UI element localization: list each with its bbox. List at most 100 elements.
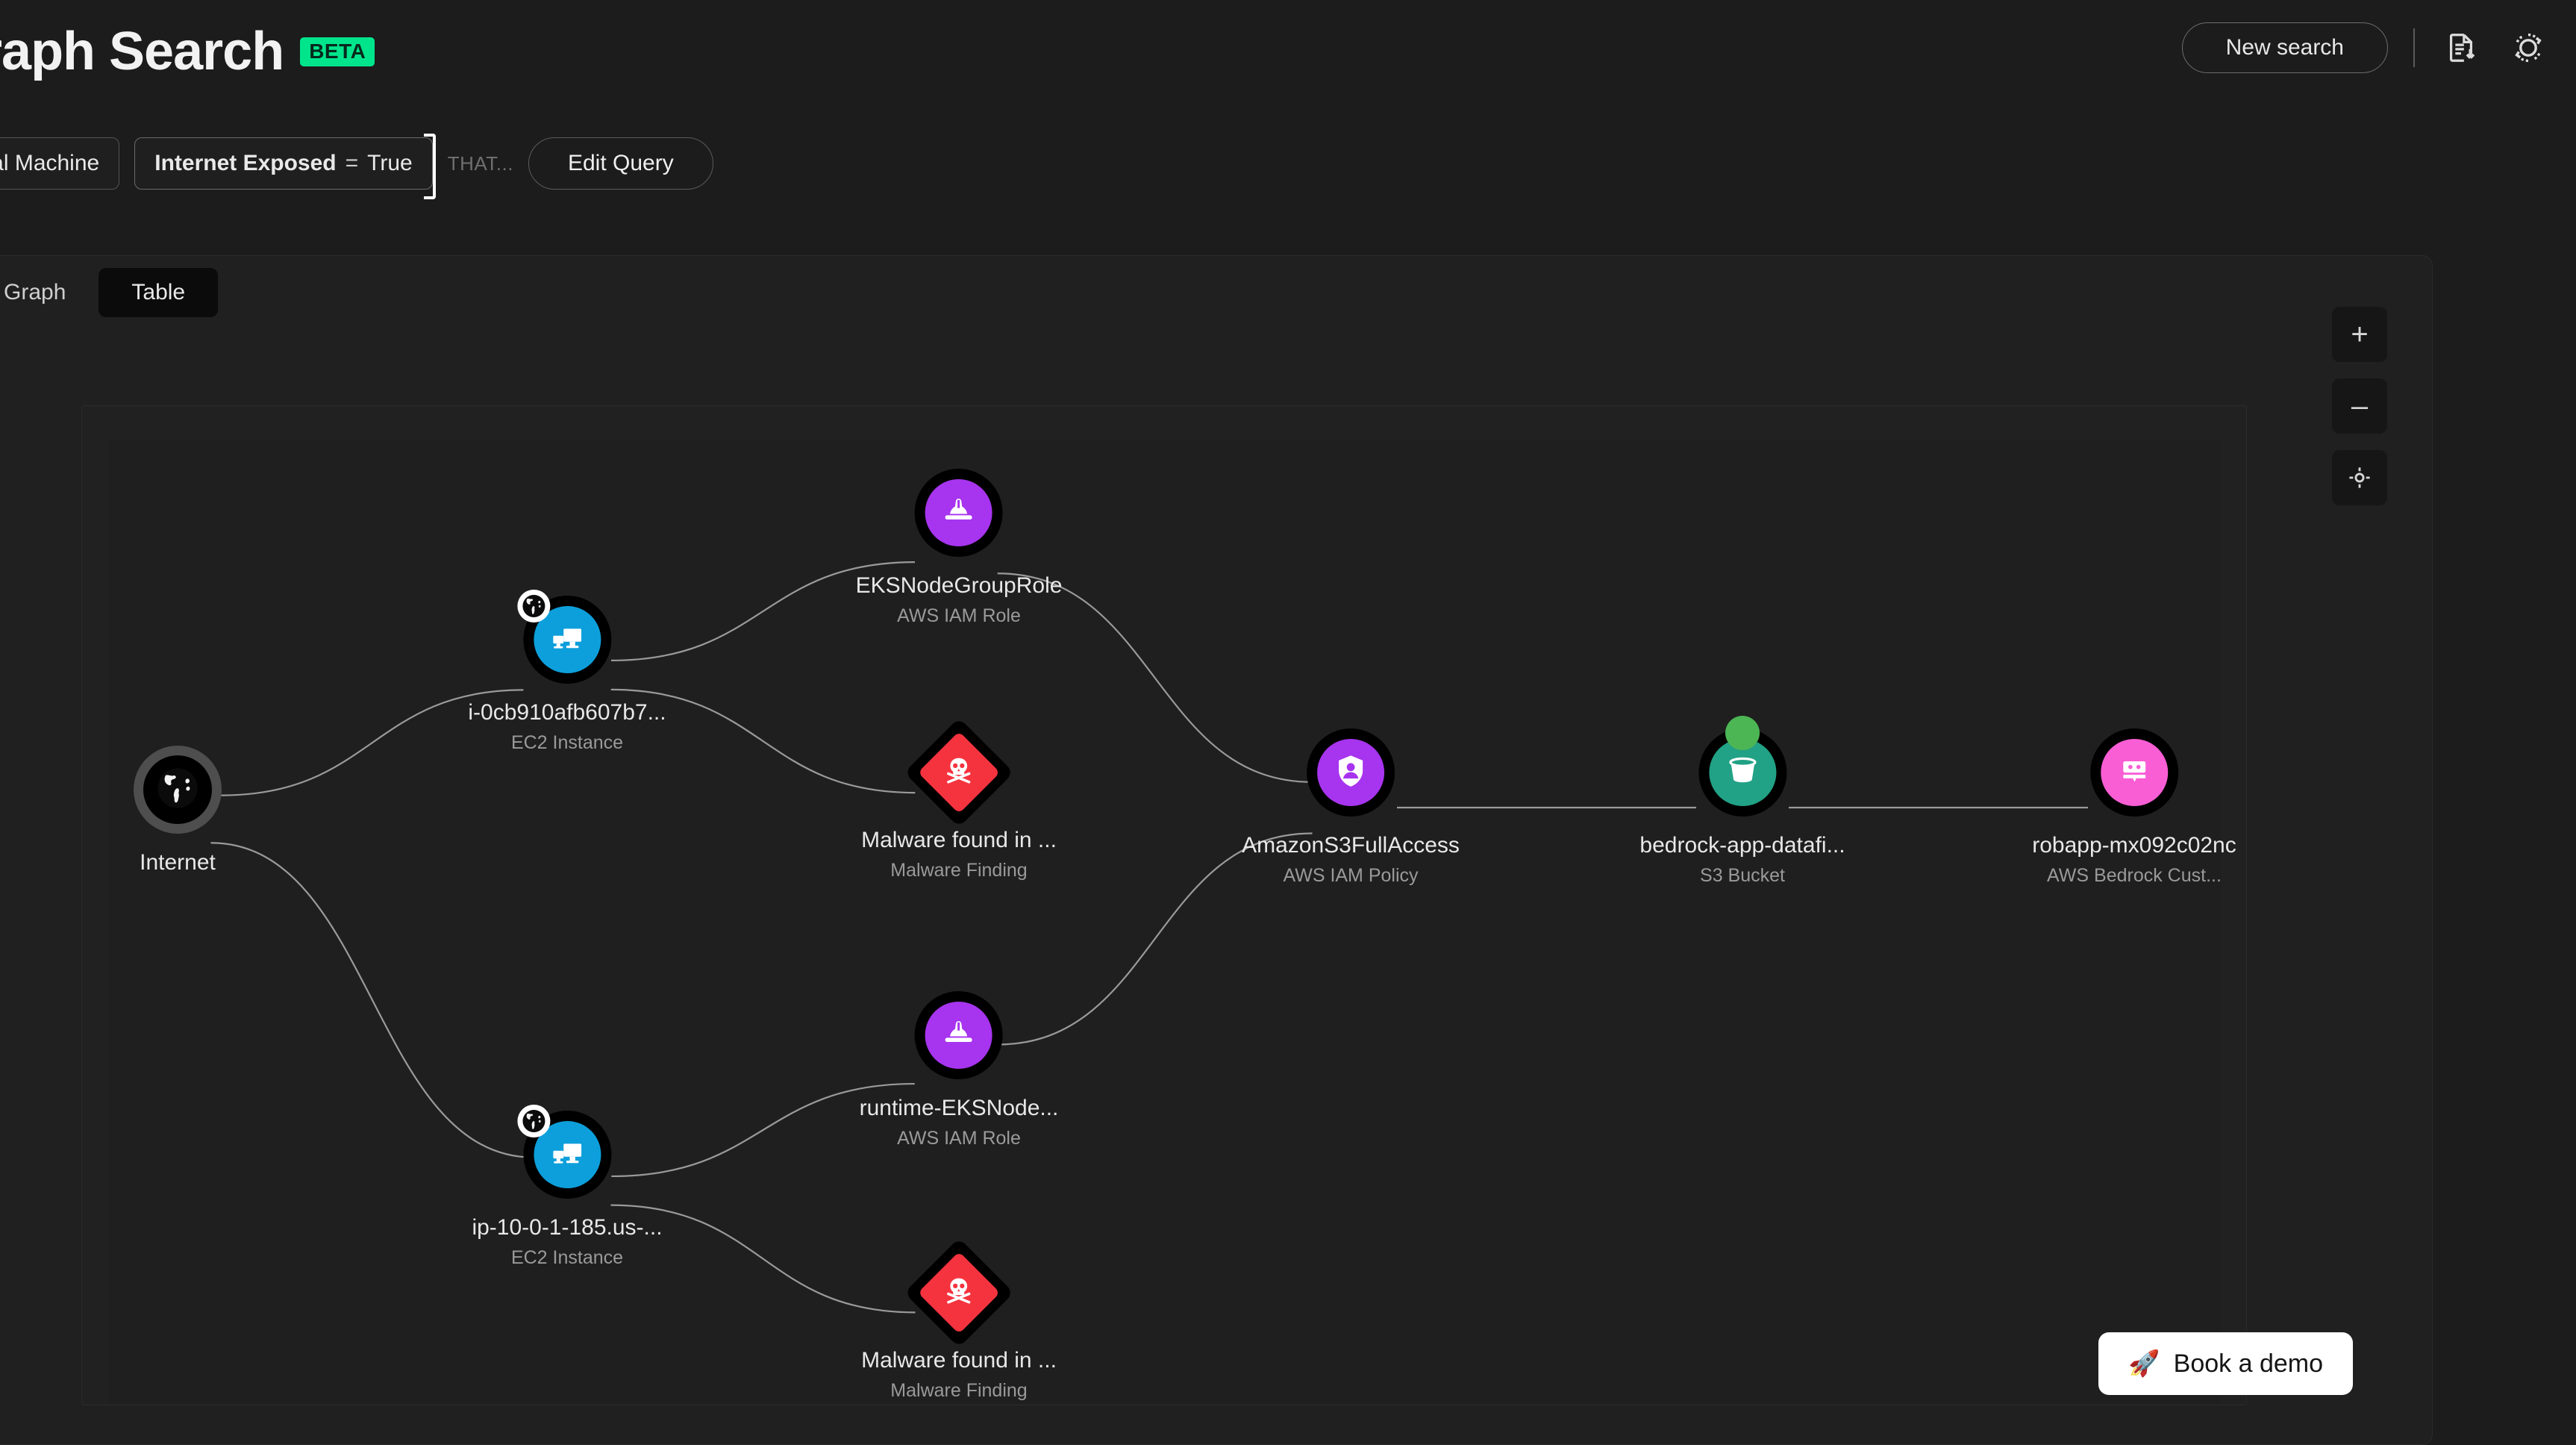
node-fill [925,479,992,546]
node-subtitle: AWS IAM Policy [1283,865,1419,886]
node-subtitle: AWS IAM Role [897,605,1021,626]
node-label: i-0cb910afb607b7... [468,700,666,725]
book-a-demo-button[interactable]: 🚀 Book a demo [2098,1332,2353,1395]
internet-exposed-badge-icon [517,590,550,622]
node-fill [1709,739,1776,806]
graph-node-ec2-top[interactable]: i-0cb910afb607b7...EC2 Instance [468,590,666,754]
node-subtitle: EC2 Instance [510,1247,624,1268]
node-shape [517,1105,611,1199]
node-shape [1698,728,1786,817]
page-title: Graph Search [0,22,284,81]
book-a-demo-label: Book a demo [2173,1349,2323,1378]
node-subtitle: Malware Finding [890,1380,1028,1401]
graph-edge [610,561,916,661]
node-shape [914,469,1003,557]
node-subtitle: Malware Finding [890,860,1028,881]
zoom-out-button[interactable]: – [2332,378,2387,434]
node-shape [915,991,1003,1079]
query-chip-condition[interactable]: Internet Exposed=True [134,134,436,199]
node-label: Malware found in ... [861,1348,1057,1373]
node-label: Internet [140,850,216,875]
graph-edges [210,561,2088,1314]
graph-edge [997,832,1313,1046]
node-label: runtime-EKSNode... [859,1096,1059,1120]
node-fill [917,731,1001,814]
node-subtitle: S3 Bucket [1700,865,1785,886]
node-shape [904,717,1014,828]
graph-node-ec2-bot[interactable]: ip-10-0-1-185.us-... EC2 Instance [472,1105,663,1269]
node-ring [914,469,1003,557]
recenter-button[interactable] [2332,450,2387,505]
zoom-controls: + – [2332,307,2387,505]
graph-edge [610,1204,916,1314]
query-chips: Virtual Machine Internet Exposed=True TH… [0,134,713,199]
node-fill [1316,739,1384,806]
header-actions: New search [2181,22,2549,73]
graph-node-role-bot[interactable]: runtime-EKSNode... AWS IAM Role [859,991,1059,1149]
new-search-button[interactable]: New search [2181,22,2388,73]
internet-exposed-badge-icon [517,1105,550,1137]
node-ring [1306,728,1395,817]
node-subtitle: AWS Bedrock Cust... [2047,865,2222,886]
hard-hat-icon [940,492,978,534]
edit-query-button[interactable]: Edit Query [528,137,713,190]
node-ring [1698,728,1786,817]
node-subtitle: AWS IAM Role [897,1128,1021,1149]
node-label: ip-10-0-1-185.us-... [472,1215,663,1240]
graph-inner-frame [109,440,2221,1403]
that-label: THAT... [447,152,513,175]
globe-icon [154,764,201,816]
hard-hat-icon [940,1014,978,1057]
graph-node-internet[interactable]: Internet [134,746,222,876]
node-label: Malware found in ... [861,828,1057,852]
node-shape [134,746,222,834]
graph-edge [997,572,1313,783]
node-fill [2100,739,2168,806]
robot-icon [2115,752,2154,794]
zoom-in-button[interactable]: + [2332,307,2387,362]
refresh-circle-icon[interactable] [2507,27,2549,69]
node-shape [1306,728,1395,817]
node-fill [917,1251,1001,1335]
graph-node-bucket[interactable]: bedrock-app-datafi...S3 Bucket [1639,728,1845,887]
page-header: Graph Search BETA New search [0,0,2576,119]
beta-badge: BETA [300,37,375,66]
node-label: AmazonS3FullAccess [1242,833,1460,858]
tab-graph[interactable]: Graph [0,268,99,317]
graph-edge [611,1082,915,1178]
document-download-icon[interactable] [2440,27,2482,69]
graph-node-mal-bot[interactable]: Malware found in ... Malware Finding [861,1238,1057,1402]
graph-node-mal-top[interactable]: Malware found in ... Malware Finding [861,717,1057,881]
shield-user-icon [1331,752,1370,794]
view-tabs: Graph Table [0,268,219,317]
node-shape [517,590,611,684]
server-monitor-icon [548,1134,587,1176]
tab-table[interactable]: Table [99,268,219,317]
skull-crossbones-icon [942,1275,975,1311]
node-label: robapp-mx092c02nc [2032,833,2236,858]
bucket-icon [1723,752,1762,794]
rocket-icon: 🚀 [2128,1349,2160,1378]
query-chip-entity[interactable]: Virtual Machine [0,137,120,190]
server-monitor-icon [548,619,587,661]
node-shape [2089,728,2178,817]
skull-crossbones-icon [942,755,975,791]
node-fill [925,1002,992,1069]
results-panel: Graph Table + – Inter [0,255,2433,1445]
node-fill [143,755,212,824]
node-status-dot [1725,716,1760,750]
graph-edge [610,688,916,794]
chip-value: True [367,151,413,175]
graph-canvas[interactable]: Internet i-0cb910afb607b7...EC2 Instance [81,405,2247,1405]
node-ring [904,717,1014,828]
node-ring [915,991,1003,1079]
graph-edge [210,842,534,1158]
chip-key: Internet Exposed [154,151,337,175]
header-divider [2413,28,2415,67]
query-bar: Virtual Machine Internet Exposed=True TH… [0,119,2576,218]
node-ring [134,746,222,834]
